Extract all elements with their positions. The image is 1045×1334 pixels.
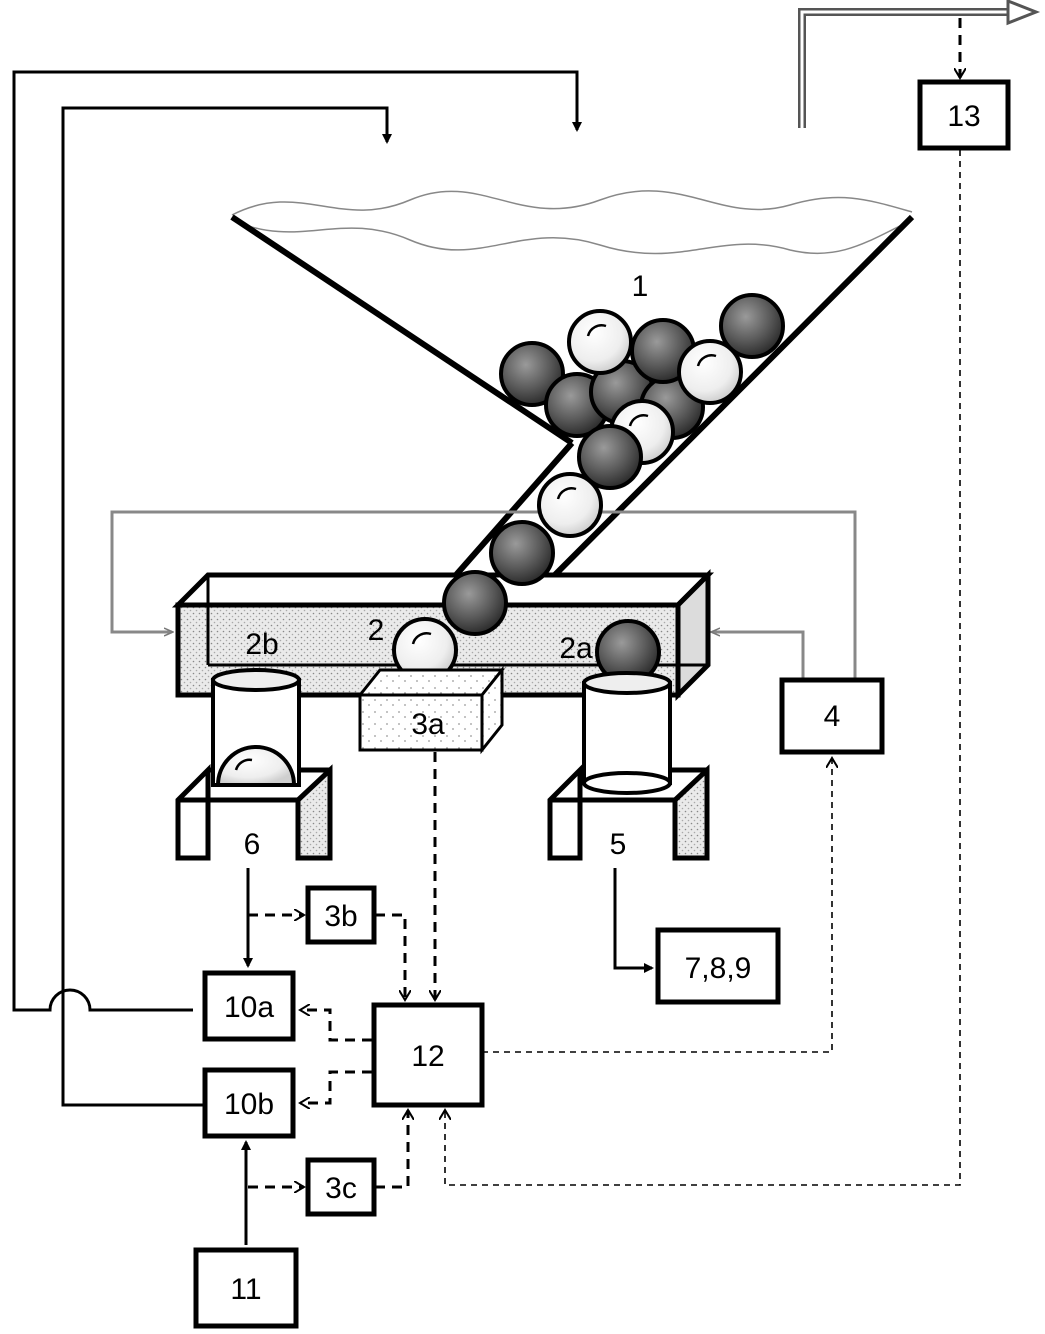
feed-line-10b — [61, 106, 392, 1107]
collector-6 — [175, 668, 333, 861]
box-10a: 10a — [202, 970, 296, 1042]
box-12: 12 — [371, 1002, 485, 1108]
box-3b: 3b — [305, 885, 377, 945]
box-13: 13 — [917, 79, 1011, 151]
output-arrow — [798, 0, 1041, 128]
liquid-surface — [231, 190, 913, 255]
box-10a-label: 10a — [224, 991, 274, 1024]
box-3c: 3c — [305, 1157, 377, 1217]
box-13-label: 13 — [947, 100, 980, 133]
label-3a: 3a — [411, 708, 445, 741]
box-3c-label: 3c — [325, 1172, 357, 1205]
signal-lines-fine — [445, 150, 961, 1186]
box-789: 7,8,9 — [655, 927, 781, 1005]
collector-5 — [547, 671, 710, 861]
label-2: 2 — [368, 614, 385, 647]
box-3b-label: 3b — [324, 900, 357, 933]
particle-balls — [392, 293, 785, 685]
box-10b: 10b — [202, 1067, 296, 1139]
box-11-label: 11 — [230, 1273, 261, 1306]
sensor-3a — [356, 665, 506, 755]
box-4-label: 4 — [824, 700, 841, 733]
feed-line-10a — [12, 70, 582, 1012]
label-1: 1 — [632, 270, 649, 303]
label-2b: 2b — [245, 628, 278, 661]
signal-lines — [248, 18, 960, 1187]
box-11: 11 — [193, 1247, 299, 1329]
label-5: 5 — [610, 828, 627, 861]
box-10b-label: 10b — [224, 1088, 274, 1121]
solid-flows — [241, 868, 654, 1245]
label-6: 6 — [244, 828, 261, 861]
label-2a: 2a — [559, 632, 593, 665]
box-789-label: 7,8,9 — [685, 952, 752, 985]
recirculation-lines — [110, 510, 857, 680]
box-4: 4 — [779, 677, 885, 755]
box-12-label: 12 — [411, 1040, 444, 1073]
